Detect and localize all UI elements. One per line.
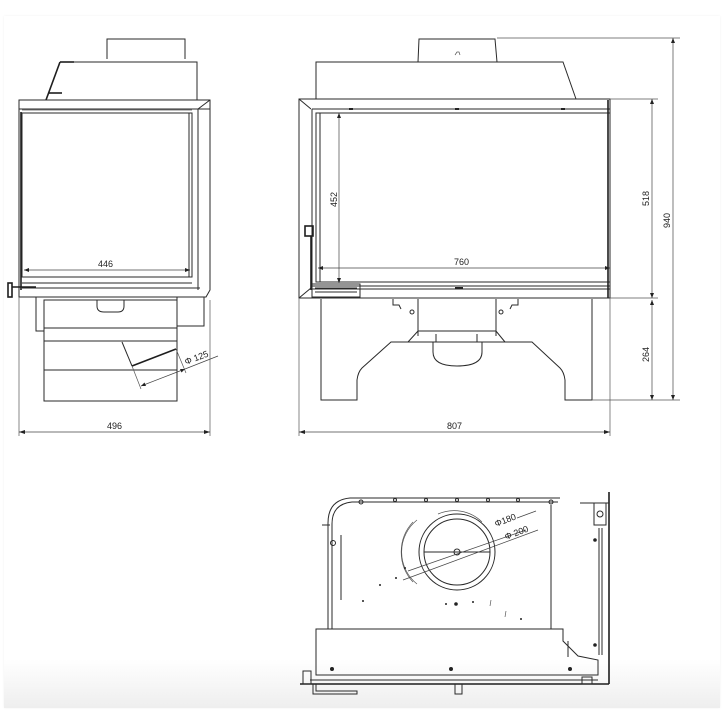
dim-front-body-height: 518 — [641, 191, 651, 206]
dim-front-glass-width: 760 — [454, 257, 469, 267]
dim-top-flue-inner: Φ180 — [493, 512, 517, 529]
drawing-frame — [4, 16, 720, 708]
front-view: 452 760 807 518 — [298, 37, 680, 436]
dim-front-overall-width: 807 — [447, 421, 462, 431]
side-view: 446 Φ 125 496 — [7, 38, 219, 436]
dim-top-flue-outer: Φ 200 — [503, 524, 530, 542]
dim-side-glass-width: 446 — [98, 259, 113, 269]
dim-front-overall-height: 940 — [662, 213, 672, 228]
dim-side-overall-depth: 496 — [107, 421, 122, 431]
top-view: Φ180 Φ 200 — [300, 492, 610, 695]
dim-front-glass-height: 452 — [329, 192, 339, 207]
dim-front-base-height: 264 — [641, 347, 651, 362]
